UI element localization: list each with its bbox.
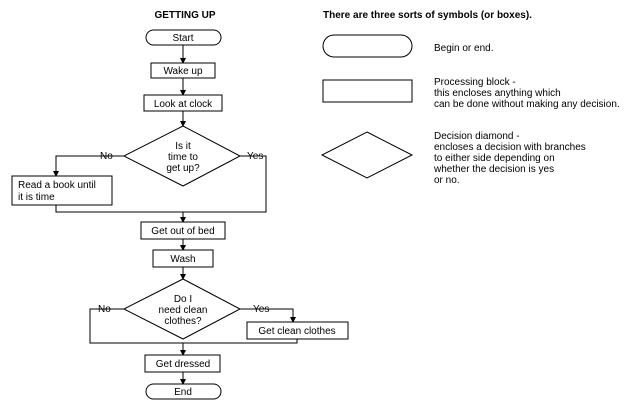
decision-clothes-line3: clothes? (164, 316, 202, 327)
label-clothes-no: No (98, 304, 111, 315)
connector-clean-return (183, 339, 298, 344)
legend-decision-text-1: Decision diamond - (434, 131, 520, 142)
end-label: End (174, 387, 192, 398)
get-out-of-bed-label: Get out of bed (151, 226, 214, 237)
look-at-clock-label: Look at clock (154, 99, 213, 110)
decision-time-line2: time to (168, 152, 198, 163)
get-dressed-label: Get dressed (156, 359, 210, 370)
label-time-yes: Yes (247, 151, 263, 162)
decision-time-line3: get up? (166, 163, 200, 174)
legend-decision-text-3: to either side depending on (434, 153, 555, 164)
legend-process-text-2: this encloses anything which (434, 88, 561, 99)
label-time-no: No (100, 151, 113, 162)
decision-clothes-line2: need clean (159, 305, 208, 316)
legend-decision-text-5: or no. (434, 175, 460, 186)
decision-clothes-line1: Do I (174, 294, 192, 305)
wake-up-label: Wake up (163, 66, 203, 77)
decision-time-line1: Is it (175, 141, 191, 152)
legend-process-text-3: can be done without making any decision. (434, 99, 620, 110)
wash-label: Wash (170, 254, 195, 265)
start-label: Start (172, 33, 193, 44)
label-clothes-yes: Yes (253, 304, 269, 315)
connector-time-no (53, 155, 124, 177)
legend-title: There are three sorts of symbols (or box… (323, 10, 532, 21)
legend-decision-text-2: encloses a decision with branches (434, 142, 586, 153)
read-book-line2: it is time (18, 192, 55, 203)
connector-read-loop (55, 205, 183, 213)
connector-time-yes (183, 155, 267, 213)
legend-decision-symbol (320, 131, 414, 179)
end-terminator (145, 383, 222, 400)
connector-clothes-no (89, 308, 183, 344)
legend-terminator-text: Begin or end. (434, 43, 494, 54)
get-clean-clothes-label: Get clean clothes (258, 326, 335, 337)
flowchart-title: GETTING UP (154, 10, 215, 21)
decision-time-diamond (122, 125, 242, 187)
decision-clothes-diamond (122, 278, 242, 340)
read-book-line1: Read a book until (18, 180, 96, 191)
legend-terminator-symbol (322, 34, 413, 58)
legend-decision-text-4: whether the decision is yes (433, 164, 554, 175)
read-book-box (11, 175, 113, 206)
connector-clothes-yes (240, 308, 296, 323)
legend-process-text-1: Processing block - (434, 77, 516, 88)
legend-process-symbol (322, 79, 413, 103)
